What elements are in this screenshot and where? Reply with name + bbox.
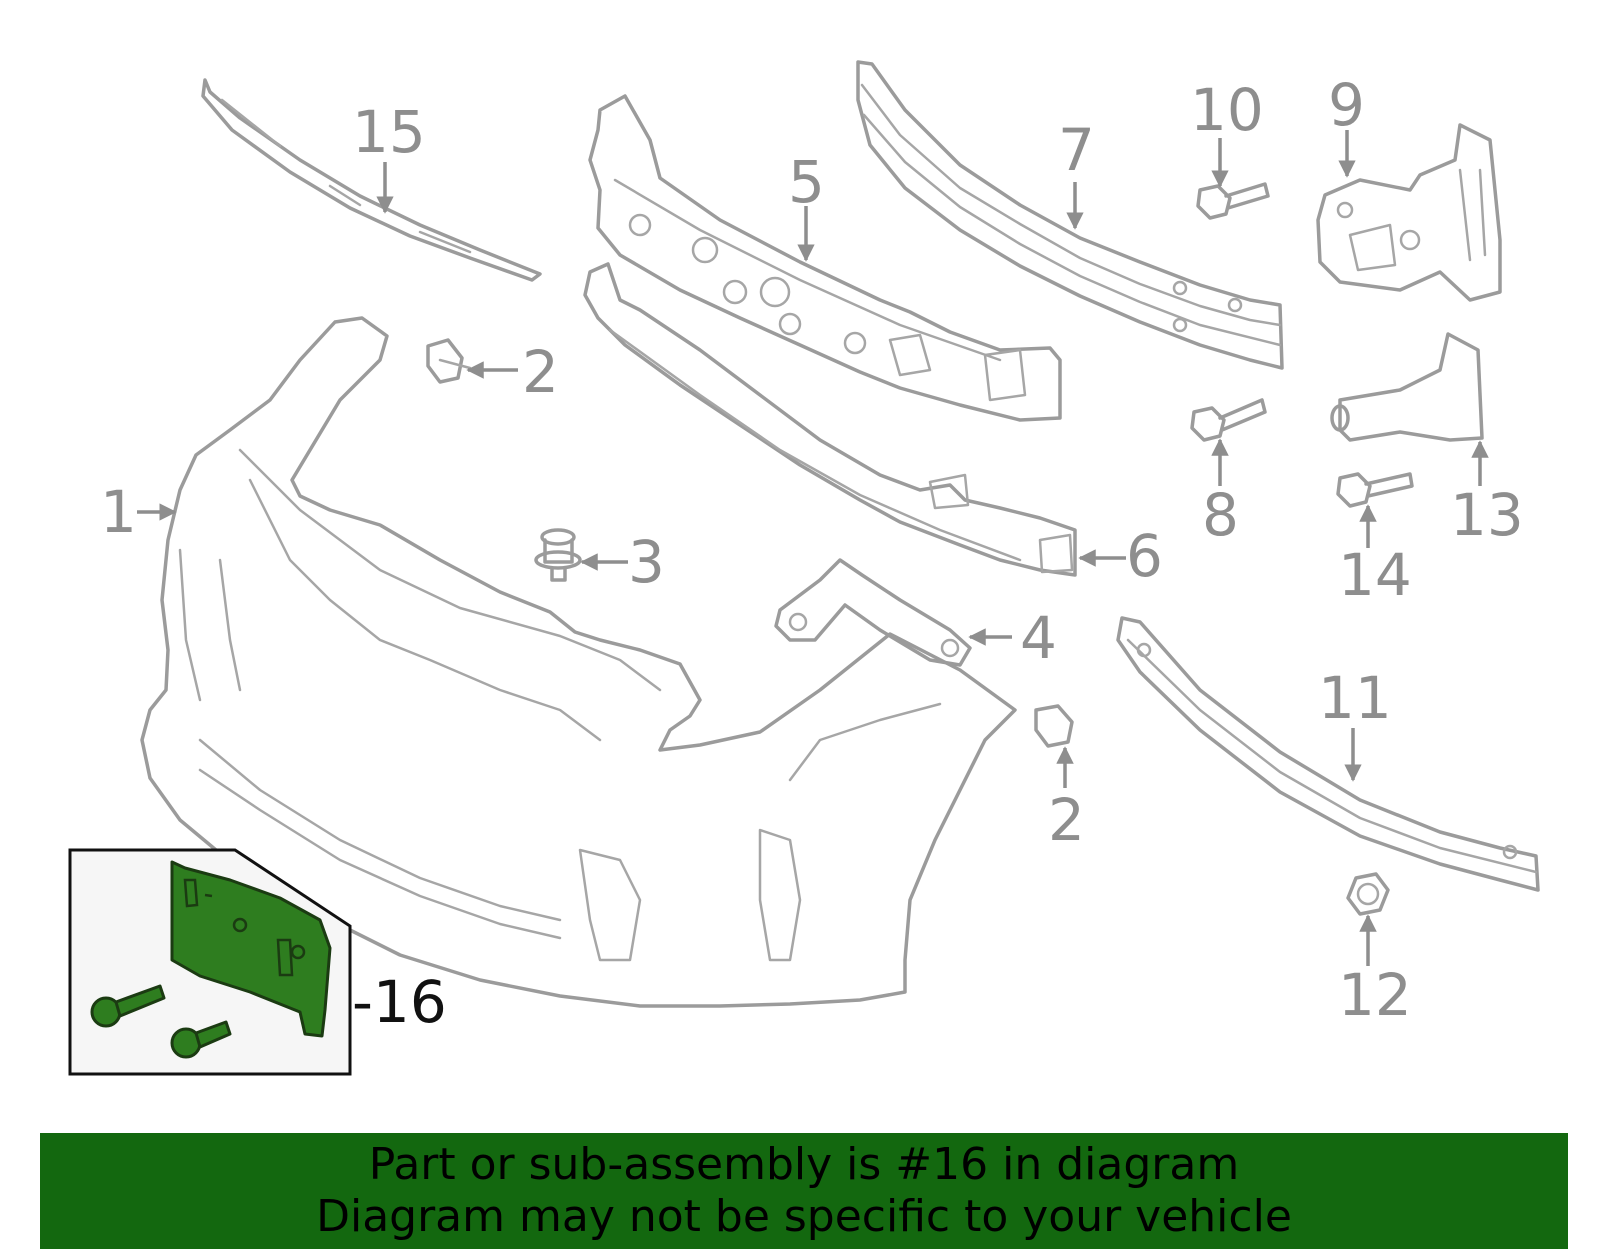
callout-5: 5	[788, 148, 825, 216]
part-13-bracket	[1330, 332, 1484, 442]
callout-11: 11	[1318, 664, 1392, 732]
info-banner: Part or sub-assembly is #16 in diagram D…	[40, 1133, 1568, 1249]
callout-7: 7	[1058, 116, 1095, 184]
part-12-nut	[1346, 872, 1390, 916]
part-10-bolt	[1196, 182, 1270, 220]
callout-15: 15	[352, 98, 426, 166]
part-8-bolt	[1190, 398, 1267, 442]
callout-13: 13	[1450, 481, 1524, 549]
callout-6: 6	[1126, 522, 1163, 590]
leader-lines	[137, 130, 1489, 966]
part-9-bracket	[1316, 123, 1502, 302]
callout-2-upper: 2	[522, 338, 559, 406]
part-14-bolt	[1336, 472, 1414, 508]
callout-14: 14	[1338, 541, 1412, 609]
callout-labels: 1 2 2 3 4 5 6 7 8 9 10 11 12 13 14 15 -1…	[100, 71, 1524, 1036]
callout-12: 12	[1338, 961, 1412, 1029]
part-2-clip-lower	[1034, 704, 1074, 748]
callout-8: 8	[1202, 481, 1239, 549]
part-2-clip-upper	[426, 338, 472, 384]
callout-16: -16	[352, 968, 447, 1036]
banner-line-part-number: Part or sub-assembly is #16 in diagram	[368, 1139, 1240, 1190]
callout-4: 4	[1020, 604, 1057, 672]
part-4-side-bracket	[774, 558, 972, 667]
callout-10: 10	[1190, 76, 1264, 144]
part-3-clip	[534, 528, 582, 582]
part-5-upper-absorber	[588, 94, 1062, 422]
part-1-bumper-cover	[140, 316, 1017, 1008]
callout-9: 9	[1328, 71, 1365, 139]
part-16-screw-b	[170, 1020, 232, 1059]
part-16-inset	[68, 848, 352, 1076]
part-11-lower-bar	[1116, 616, 1540, 892]
callout-1: 1	[100, 478, 137, 546]
part-16-license-bracket	[170, 860, 332, 1038]
callout-2-lower: 2	[1048, 786, 1085, 854]
callout-3: 3	[628, 528, 665, 596]
part-16-screw-a	[90, 984, 166, 1028]
part-7-reinforcement	[856, 60, 1284, 370]
part-6-lower-absorber	[583, 262, 1077, 577]
part-15-molding-strip	[201, 78, 542, 282]
banner-line-disclaimer: Diagram may not be specific to your vehi…	[316, 1191, 1292, 1242]
